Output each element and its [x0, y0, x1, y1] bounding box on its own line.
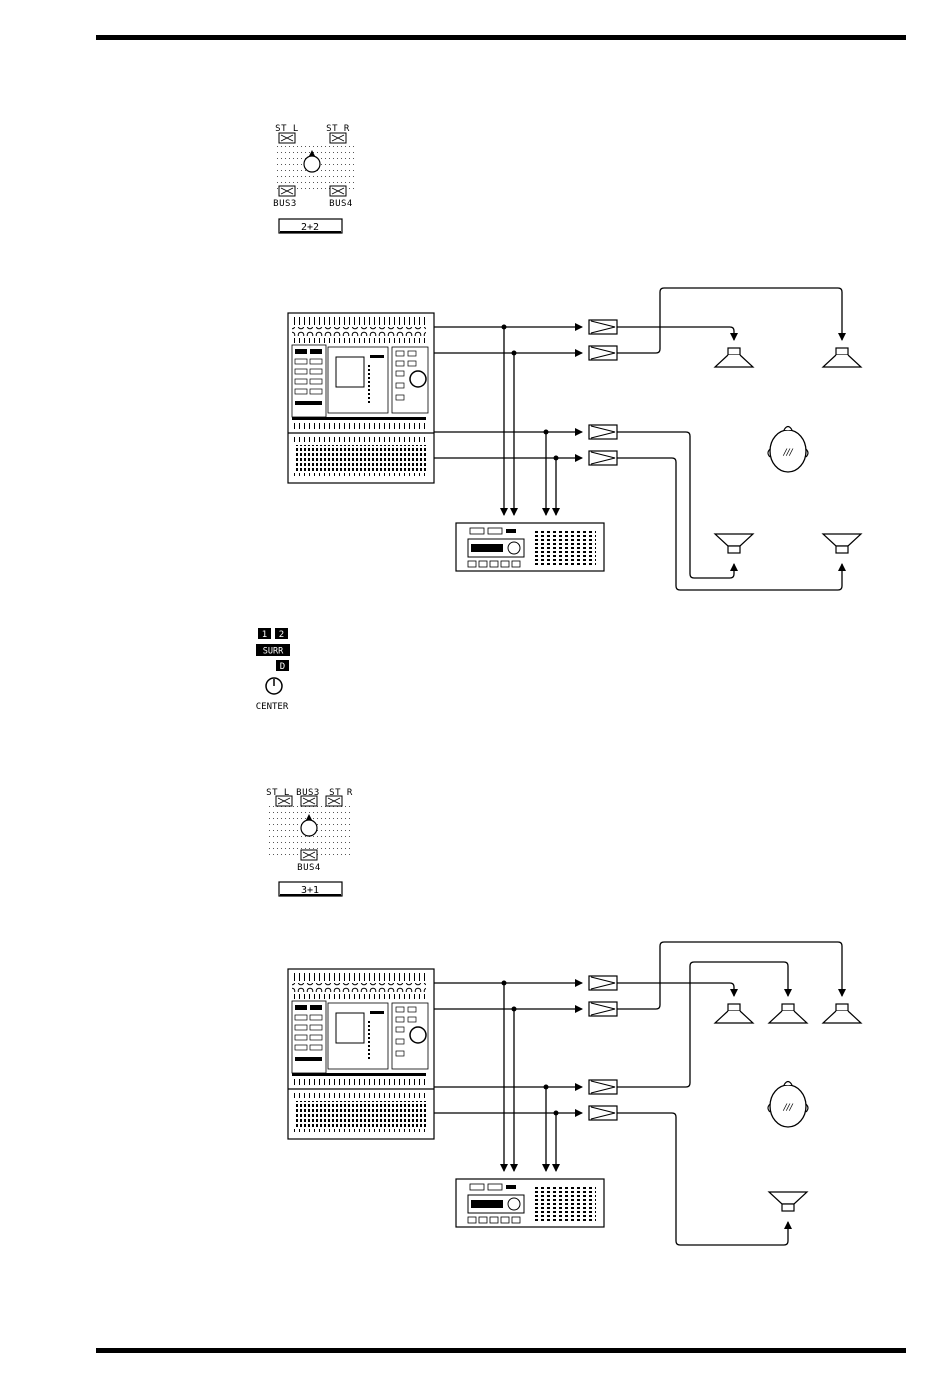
- pan-panel-2-2: ST L ST R BUS3 BUS4 2+2: [273, 124, 356, 233]
- amplifier-icon: [589, 1002, 617, 1016]
- speaker-front-right-icon: [823, 348, 861, 367]
- amplifier-icon: [589, 320, 617, 334]
- mixer-console-icon: [288, 969, 434, 1139]
- head-marks: ///: [782, 1103, 793, 1113]
- wiring-diagram-3-1: ///: [288, 942, 861, 1245]
- amplifier-icon: [589, 451, 617, 465]
- speaker-rear-left-icon: [715, 534, 753, 553]
- mode-button-3-1[interactable]: 3+1: [279, 882, 342, 896]
- amplifier-icon: [589, 1080, 617, 1094]
- mode-button-2-2-label: 2+2: [301, 222, 319, 233]
- pan-label-bus4: BUS4: [297, 863, 321, 873]
- pan-label-bus4: BUS4: [329, 199, 353, 209]
- speaker-rear-icon: [769, 1192, 807, 1211]
- pan-label-bus3: BUS3: [273, 199, 297, 209]
- pan-panel-3-1: ST L BUS3 ST R BUS4 3+1: [266, 788, 353, 896]
- speaker-front-right-icon: [823, 1004, 861, 1023]
- pan-position-knob[interactable]: [304, 156, 320, 172]
- key-2-label: 2: [279, 630, 284, 640]
- speaker-front-left-icon: [715, 348, 753, 367]
- multitrack-recorder-icon: [456, 523, 604, 571]
- legend: 1 2 SURR D CENTER: [256, 628, 290, 712]
- d-label: D: [280, 662, 285, 672]
- mode-button-3-1-label: 3+1: [301, 885, 319, 896]
- speaker-center-icon: [769, 1004, 807, 1023]
- center-label: CENTER: [256, 702, 289, 712]
- pan-position-knob[interactable]: [301, 820, 317, 836]
- mode-button-2-2[interactable]: 2+2: [279, 219, 342, 233]
- amplifier-icon: [589, 346, 617, 360]
- multitrack-recorder-icon: [456, 1179, 604, 1227]
- speaker-front-left-icon: [715, 1004, 753, 1023]
- amplifier-icon: [589, 1106, 617, 1120]
- mixer-console-icon: [288, 313, 434, 483]
- amplifier-icon: [589, 976, 617, 990]
- head-marks: ///: [782, 448, 793, 458]
- amplifier-icon: [589, 425, 617, 439]
- speaker-rear-right-icon: [823, 534, 861, 553]
- key-1-label: 1: [262, 630, 267, 640]
- wiring-diagram-2-2: ///: [288, 288, 861, 590]
- surr-label: SURR: [263, 647, 284, 657]
